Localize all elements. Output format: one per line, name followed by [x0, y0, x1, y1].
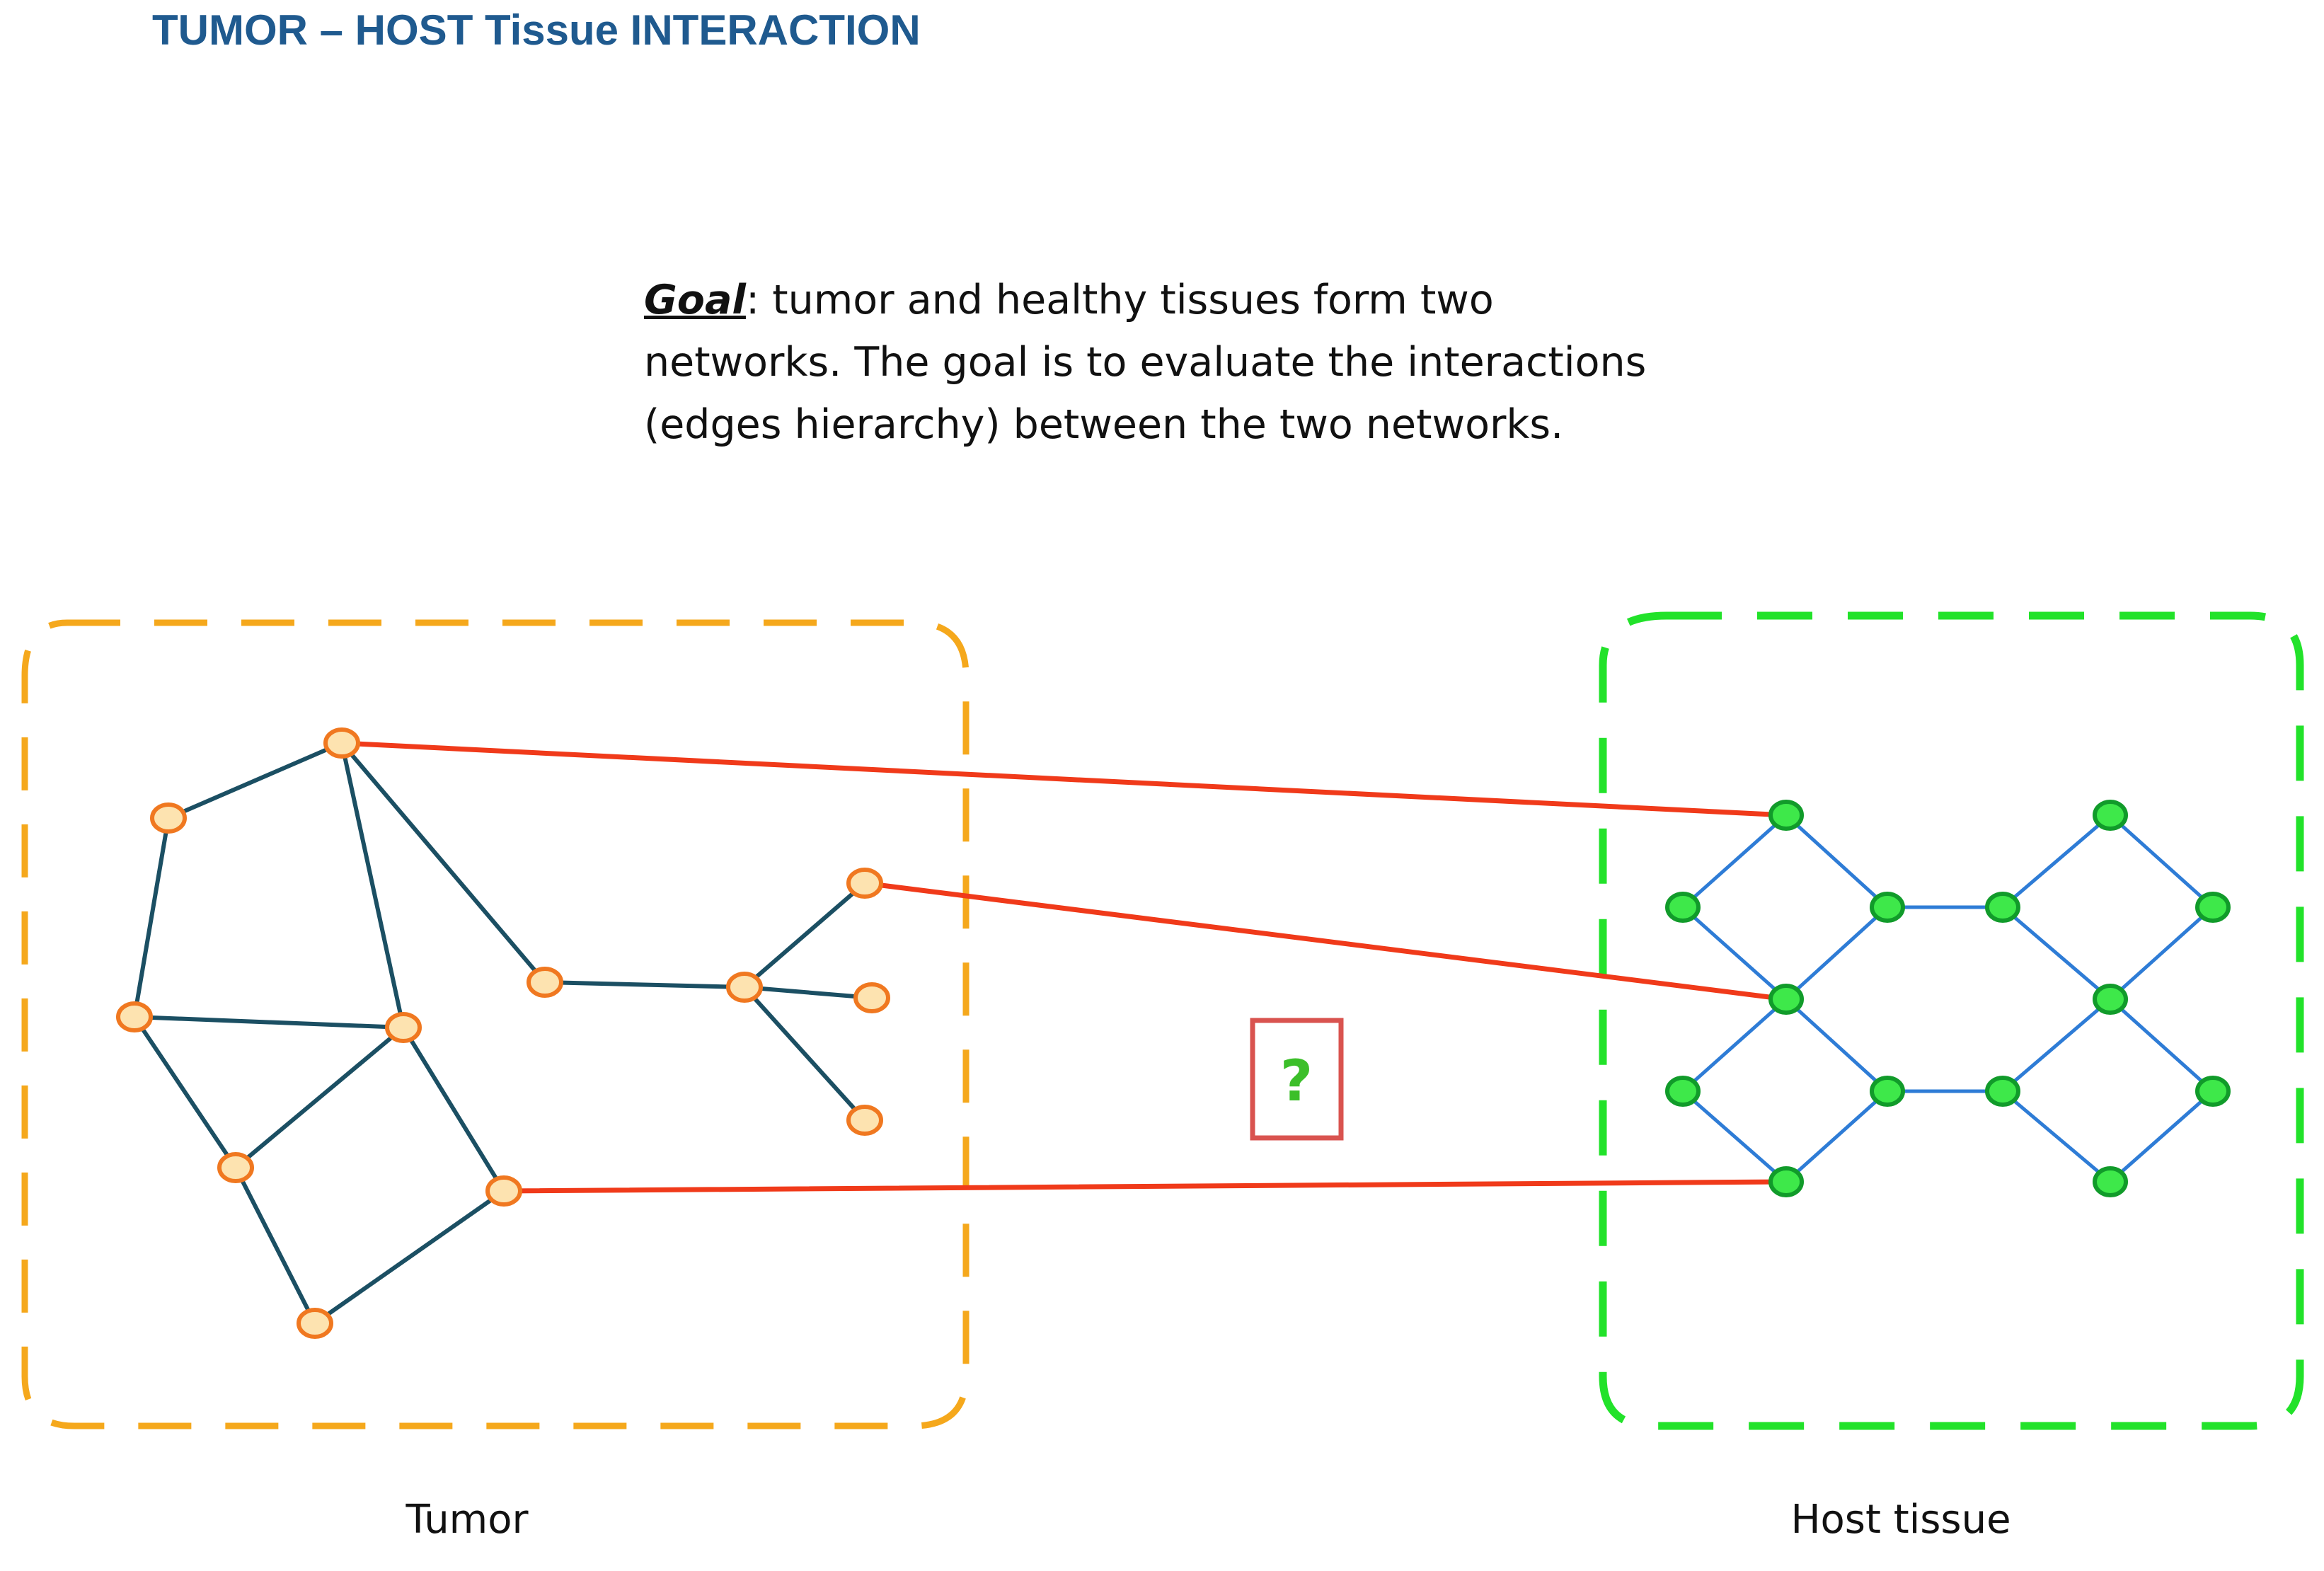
tumor-edge: [234, 1166, 317, 1325]
tumor-edge: [742, 985, 867, 1122]
host-node: [1768, 800, 1804, 831]
host-edge: [1784, 905, 1889, 1001]
host-node: [1665, 892, 1701, 923]
tumor-node: [297, 1308, 333, 1339]
interaction-edge: [501, 1179, 1789, 1194]
host-caption: Host tissue: [1790, 1497, 2011, 1543]
tumor-node: [527, 967, 563, 998]
tumor-edge: [742, 881, 867, 989]
host-edge: [2108, 813, 2215, 909]
host-node: [1870, 1076, 1905, 1107]
tumor-edge: [340, 741, 547, 984]
tumor-edge: [132, 1015, 405, 1030]
tumor-edge: [132, 1015, 238, 1170]
tumor-edge: [132, 816, 171, 1019]
tumor-edge: [401, 1025, 506, 1193]
tumor-edge: [234, 1025, 405, 1170]
tumor-network-boundary: [21, 619, 970, 1429]
host-node: [1768, 1166, 1804, 1197]
goal-line-1: : tumor and healthy tissues form two: [745, 277, 1494, 323]
tumor-edge: [340, 741, 405, 1030]
host-edges: [1681, 813, 2215, 1184]
host-edge: [1681, 905, 1788, 1001]
host-edge: [1681, 1089, 1788, 1184]
tumor-node: [150, 802, 187, 834]
host-edge: [2001, 905, 2112, 1001]
host-edge: [2108, 1089, 2215, 1184]
host-node: [1870, 892, 1905, 923]
goal-line-2: networks. The goal is to evaluate the in…: [644, 339, 1647, 386]
host-edge: [1681, 813, 1788, 909]
tumor-edge: [313, 1189, 506, 1325]
host-edge: [2001, 997, 2112, 1093]
interaction-edge: [862, 880, 1789, 1002]
tumor-node: [846, 868, 883, 899]
host-nodes: [1665, 800, 2231, 1197]
tumor-edge: [543, 980, 747, 989]
tumor-node: [116, 1001, 153, 1032]
host-edge: [2001, 1089, 2112, 1184]
host-node: [1985, 1076, 2020, 1107]
host-node: [2195, 892, 2231, 923]
page-title: TUMOR – HOST Tissue INTERACTION: [152, 6, 921, 54]
host-node: [1768, 984, 1804, 1015]
tumor-nodes: [116, 727, 890, 1339]
tumor-node: [853, 982, 890, 1013]
host-node: [1985, 892, 2020, 923]
tumor-edge: [742, 985, 874, 1000]
tumor-node: [726, 972, 763, 1003]
tumor-caption: Tumor: [405, 1497, 529, 1543]
host-edge: [1784, 997, 1889, 1093]
host-node: [2195, 1076, 2231, 1107]
goal-line-3: (edges hierarchy) between the two networ…: [644, 401, 1564, 448]
host-node: [2093, 984, 2128, 1015]
tumor-node: [485, 1175, 522, 1207]
host-node: [1665, 1076, 1701, 1107]
tumor-node: [846, 1105, 883, 1136]
question-mark: ?: [1280, 1048, 1313, 1114]
host-network-boundary: [1599, 611, 2304, 1430]
host-edge: [2108, 997, 2215, 1093]
host-edge: [2108, 905, 2215, 1001]
tumor-node: [385, 1012, 422, 1043]
host-node: [2093, 800, 2128, 831]
interaction-edges: [339, 740, 1789, 1194]
goal-statement: Goal: tumor and healthy tissues form two…: [644, 269, 1776, 456]
host-edge: [1681, 997, 1788, 1093]
question-box: ?: [1250, 1018, 1344, 1141]
tumor-node: [323, 727, 360, 759]
host-node: [2093, 1166, 2128, 1197]
tumor-edges: [132, 741, 874, 1325]
goal-label: Goal: [644, 277, 746, 323]
tumor-node: [217, 1152, 254, 1183]
tumor-edge: [166, 741, 344, 820]
host-edge: [2001, 813, 2112, 909]
host-edge: [1784, 813, 1889, 909]
host-edge: [1784, 1089, 1889, 1184]
interaction-edge: [339, 740, 1789, 818]
